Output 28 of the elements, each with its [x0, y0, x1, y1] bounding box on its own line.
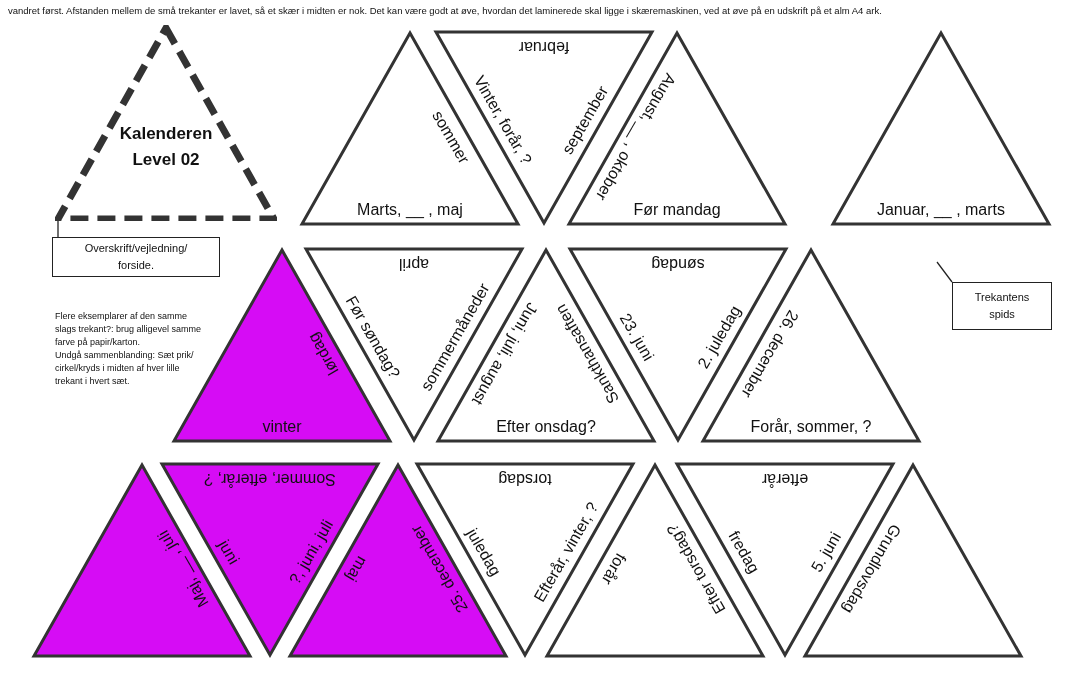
card-text: april [398, 254, 430, 274]
card-text: Forår, sommer, ? [750, 416, 872, 436]
card-text: Sommer, efterår, ? [204, 469, 336, 489]
card-text: februar [518, 37, 570, 57]
label-box: Trekantens spids [952, 282, 1052, 330]
card-text: vinter [262, 416, 302, 436]
card-text: efterår [761, 469, 809, 489]
card-text: Før mandag [633, 199, 721, 219]
triangle-card [299, 30, 521, 226]
note-text: Undgå sammenblanding: Sæt prik/ cirkel/kryds i midten af hver lille trekant i hvert sæt. [55, 349, 195, 388]
card-text: juni [214, 535, 244, 568]
card-text: Marts, __ , maj [357, 199, 463, 219]
triangle-card [414, 462, 636, 658]
leader-line [936, 261, 953, 283]
card-text: søndag [651, 254, 705, 274]
leader-line [57, 218, 59, 238]
triangle-card [159, 462, 381, 658]
title-text: Kalenderen Level 02 [118, 122, 214, 171]
card-text: Januar, __ , marts [876, 199, 1006, 219]
triangle-card [830, 30, 1052, 226]
note-text: Flere eksemplarer af den samme slags trekant?: brug alligevel samme farve på papir/karton. [55, 310, 203, 349]
card-text: Efter onsdag? [496, 416, 596, 436]
card-text: 23. juni [616, 309, 659, 364]
instruction-text: vandret først. Afstanden mellem de små trekanter er lavet, så et skær i midten er nok. Det kan være godt at øve, hvordan det laminerede skal ligge i skæremaskinen, ved at øve på en udskrift på et alm A4 ark. [8, 4, 882, 17]
dashed-triangle [55, 25, 277, 221]
label-box: Overskrift/vejledning/ forside. [52, 237, 220, 277]
card-text: maj [342, 552, 372, 585]
card-text: torsdag [498, 469, 552, 489]
